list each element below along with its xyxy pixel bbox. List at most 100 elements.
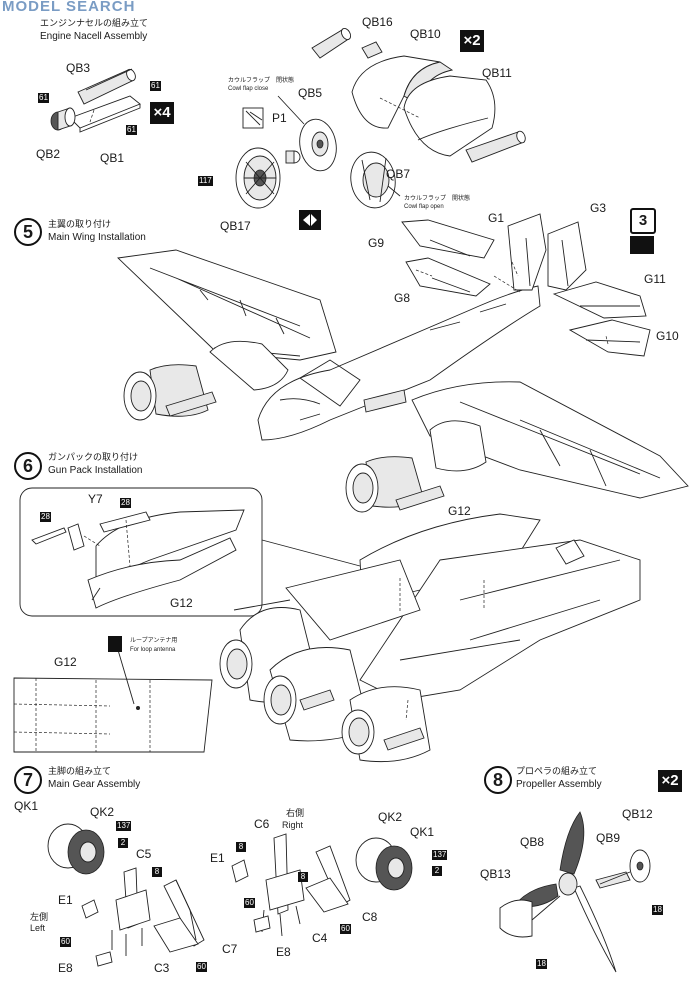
color-ref-60: 60	[244, 898, 255, 908]
label-qb8: QB8	[520, 835, 545, 849]
label-c7: C7	[222, 942, 238, 956]
label-qb10: QB10	[410, 27, 441, 41]
color-ref-137: 137	[116, 821, 132, 831]
label-e1-left: E1	[58, 893, 73, 907]
color-ref-60: 60	[196, 962, 207, 972]
note-cowl-open-jp: カウルフラップ 開状態	[404, 196, 471, 202]
gun-pack-detail-drawing	[31, 509, 245, 609]
label-g12-panel: G12	[54, 655, 77, 669]
note-right-jp: 右側	[286, 808, 305, 818]
label-e8-right: E8	[276, 945, 291, 959]
label-c5: C5	[136, 847, 152, 861]
label-g11: G11	[644, 272, 666, 286]
part-qb16-drawing	[361, 41, 383, 59]
label-qk1-right: QK1	[410, 825, 435, 839]
color-ref-61: 61	[126, 125, 137, 135]
step6-title-en: Gun Pack Installation	[48, 465, 143, 476]
multiplier-x2-nacelle: ×2	[460, 30, 484, 52]
color-ref-117: 117	[198, 176, 213, 186]
step7-number: 7	[14, 766, 42, 794]
label-qk2-right: QK2	[378, 810, 403, 824]
label-y7: Y7	[88, 492, 103, 506]
step6-title-jp: ガンパックの取り付け	[48, 452, 139, 462]
label-g9: G9	[368, 236, 385, 250]
part-qb5-drawing	[299, 118, 337, 172]
color-ref-18: 18	[652, 905, 663, 915]
left-engine-nacelle-5	[123, 340, 289, 421]
label-g1: G1	[488, 211, 505, 225]
decal-icon	[630, 236, 654, 254]
color-ref-8: 8	[298, 872, 308, 882]
color-ref-8: 8	[236, 842, 246, 852]
step8-number: 8	[484, 766, 512, 794]
left-gear-drawing	[47, 823, 205, 967]
nacelle-halves-drawing	[351, 55, 496, 157]
multiplier-x4: ×4	[150, 102, 174, 124]
step5-title-en: Main Wing Installation	[48, 232, 146, 243]
fuselage-gunpack-drawing	[219, 513, 641, 763]
note-loop-jp: ループアンテナ用	[130, 638, 178, 644]
exhaust-tube-top	[311, 27, 352, 59]
color-ref-28: 28	[120, 498, 131, 508]
label-qb7: QB7	[386, 167, 411, 181]
label-qb5: QB5	[298, 86, 323, 100]
label-e1-right: E1	[210, 851, 225, 865]
note-loop-en: For loop antenna	[130, 647, 176, 653]
label-c4: C4	[312, 931, 328, 945]
g12-panel-drawing	[13, 677, 213, 753]
label-qb12: QB12	[622, 807, 653, 821]
color-ref-61: 61	[38, 93, 49, 103]
part-qb3-drawing	[77, 68, 136, 105]
watermark: MODEL SEARCH	[2, 0, 136, 15]
note-cowl-close-jp: カウルフラップ 閉状態	[228, 78, 295, 84]
color-ref-60: 60	[340, 924, 351, 934]
step5-number: 5	[14, 218, 42, 246]
step4-title-en: Engine Nacell Assembly	[40, 31, 148, 42]
label-qb16: QB16	[362, 15, 393, 29]
part-qb7-drawing	[350, 151, 396, 209]
color-ref-28: 28	[40, 512, 51, 522]
note-cowl-close-en: Cowl flap close	[228, 86, 269, 92]
color-ref-18: 18	[536, 959, 547, 969]
note-right-en: Right	[282, 820, 304, 830]
label-qb13: QB13	[480, 867, 511, 881]
note-cowl-open-en: Cowl flap open	[404, 204, 444, 210]
stabilizer-right-drawing	[552, 281, 651, 357]
right-engine-nacelle-5	[345, 420, 487, 513]
label-qb9: QB9	[596, 831, 621, 845]
note-left-en: Left	[30, 923, 46, 933]
step5-title-jp: 主翼の取り付け	[48, 219, 112, 229]
label-qb11: QB11	[482, 66, 512, 80]
part-qb17-drawing	[235, 147, 281, 209]
label-g3: G3	[590, 201, 607, 215]
part-p1-drawing	[285, 150, 301, 164]
label-c6: C6	[254, 817, 270, 831]
label-qb3: QB3	[66, 61, 91, 75]
multiplier-x2-propeller: ×2	[658, 770, 682, 792]
label-g12-top: G12	[448, 504, 471, 518]
color-ref-2: 2	[432, 866, 442, 876]
vertical-tails-drawing	[507, 213, 587, 291]
color-ref-2: 2	[118, 838, 128, 848]
color-ref-137: 137	[432, 850, 448, 860]
step4-title-jp: エンジンナセルの組み立て	[40, 18, 149, 28]
label-p1: P1	[272, 111, 287, 125]
color-ref-61: 61	[150, 81, 161, 91]
fuselage-drawing	[257, 285, 541, 441]
color-step-3-box: 3	[630, 208, 656, 234]
propeller-drawing	[499, 811, 651, 973]
stabilizer-left-drawing	[401, 219, 495, 297]
label-c3: C3	[154, 961, 170, 975]
label-c8: C8	[362, 910, 378, 924]
label-g12-detail: G12	[170, 596, 193, 610]
color-ref-60: 60	[60, 937, 71, 947]
exhaust-tube-right	[465, 130, 526, 163]
label-qb1: QB1	[100, 151, 125, 165]
main-wing-right-drawing	[411, 381, 689, 499]
step8-title-jp: プロペラの組み立て	[516, 766, 598, 776]
step7-title-en: Main Gear Assembly	[48, 779, 141, 790]
step6-number: 6	[14, 452, 42, 480]
label-qb17: QB17	[220, 219, 251, 233]
label-g8: G8	[394, 291, 411, 305]
